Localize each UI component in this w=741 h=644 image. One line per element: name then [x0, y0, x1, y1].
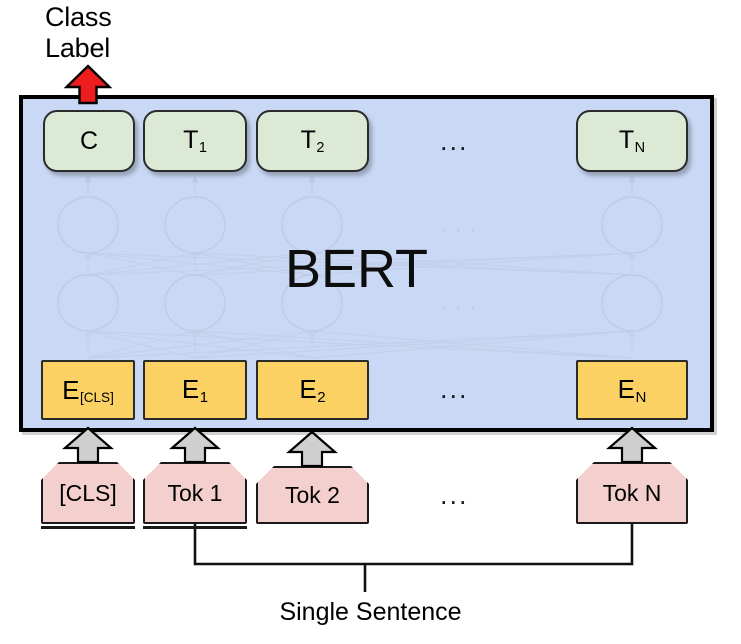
- embedding-box-e_cls: E[CLS]: [41, 360, 135, 420]
- node-label: E1: [181, 373, 209, 407]
- transformer-ellipsis: · · ·: [441, 298, 478, 317]
- token-box-underline: [143, 526, 247, 529]
- node-label: T2: [300, 125, 325, 157]
- token-box-tokn: Tok N: [576, 462, 688, 524]
- single-sentence-label: Single Sentence: [279, 598, 462, 626]
- token-box-tok2: Tok 2: [256, 466, 369, 524]
- output-box-t2: T2: [256, 110, 369, 172]
- output-row-ellipsis: ...: [440, 126, 469, 156]
- node-label: EN: [617, 373, 647, 407]
- embedding-box-en: EN: [576, 360, 688, 420]
- node-label: T1: [183, 125, 207, 157]
- token-box-cls: [CLS]: [41, 462, 135, 524]
- node-label: E[CLS]: [62, 374, 114, 406]
- transformer-ellipsis: · · ·: [441, 220, 478, 239]
- token-label: [CLS]: [59, 479, 117, 506]
- node-label: C: [79, 126, 99, 155]
- embedding-box-e1: E1: [143, 360, 247, 420]
- class-label-text: Class Label: [45, 2, 112, 63]
- token-box-tok1: Tok 1: [143, 462, 247, 524]
- output-box-t1: T1: [143, 110, 247, 172]
- bert-model-label: BERT: [285, 239, 429, 299]
- output-box-c: C: [43, 110, 135, 172]
- token-box-wrapper: [CLS]: [41, 462, 135, 529]
- bracket-path: [193, 524, 634, 566]
- token-label: Tok 1: [167, 479, 223, 506]
- token-row-ellipsis: ...: [440, 480, 469, 510]
- node-label: E2: [299, 373, 326, 407]
- token-label: Tok 2: [285, 481, 340, 508]
- node-label: TN: [618, 125, 646, 157]
- token-box-underline: [41, 526, 135, 529]
- token-label: Tok N: [602, 479, 662, 506]
- token-box-wrapper: Tok 2: [256, 466, 369, 524]
- token-box-wrapper: Tok N: [576, 462, 688, 524]
- embedding-box-e2: E2: [256, 360, 369, 420]
- output-box-tn: TN: [576, 110, 688, 172]
- token-box-wrapper: Tok 1: [143, 462, 247, 529]
- embedding-row-ellipsis: ...: [440, 374, 469, 404]
